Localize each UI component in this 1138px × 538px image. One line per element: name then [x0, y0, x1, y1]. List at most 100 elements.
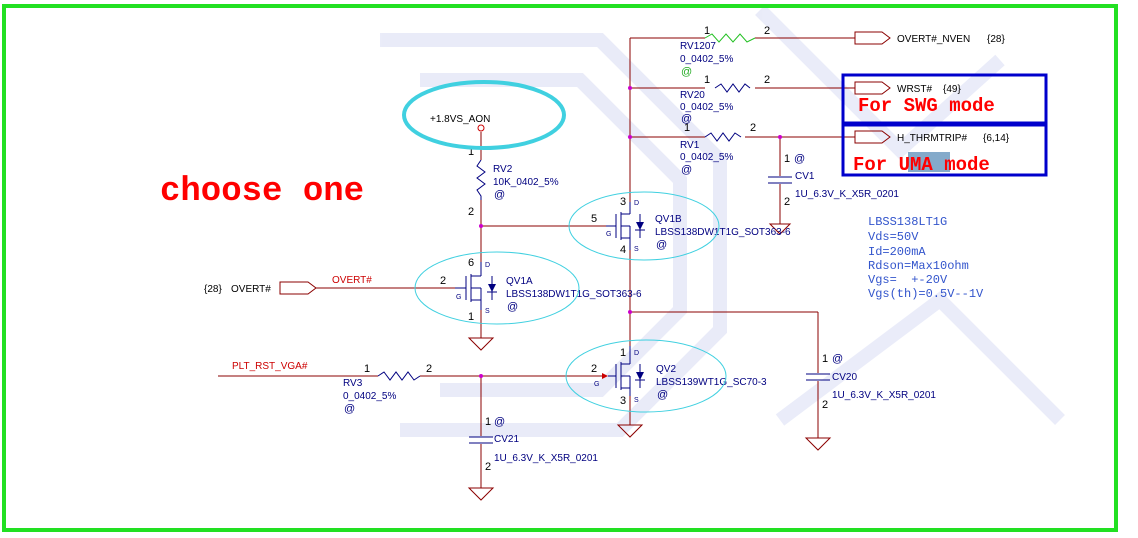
cv20-value: 1U_6.3V_K_X5R_0201	[832, 390, 936, 401]
qv1b-letter-s: S	[634, 246, 639, 253]
cv21-pin2: 2	[485, 461, 491, 473]
uma-mode-label: For UMA mode	[853, 154, 990, 176]
rv2-pin2: 2	[468, 206, 474, 218]
capacitor-cv1[interactable]: 1 @ CV1 2 1U_6.3V_K_X5R_0201	[768, 153, 899, 208]
overt-in-ref: {28}	[204, 284, 222, 295]
rv20-pin1: 1	[704, 74, 710, 86]
qv1b-letter-g: G	[606, 231, 611, 238]
rv1-pin2: 2	[750, 122, 756, 134]
rv20-pin2: 2	[764, 74, 770, 86]
rv3-pin1: 1	[364, 363, 370, 375]
resistor-rv1[interactable]: 1 2 RV1 0_0402_5% @	[680, 122, 756, 176]
rv1207-at: @	[681, 66, 692, 78]
plt-rst-label: PLT_RST_VGA#	[232, 361, 308, 372]
frame-border	[2, 4, 1118, 532]
cv21-ref: CV21	[494, 434, 519, 445]
wiring	[218, 37, 855, 488]
h-thrmtrip-label: H_THRMTRIP#	[897, 133, 967, 144]
rv3-pin2: 2	[426, 363, 432, 375]
h-thrmtrip-ref: {6,14}	[983, 133, 1010, 144]
qv1b-letter-d: D	[634, 200, 639, 207]
junction-dots	[479, 86, 782, 378]
qv1b-value: LBSS138DW1T1G_SOT363-6	[655, 227, 791, 238]
rv1-ref: RV1	[680, 140, 700, 151]
connector-overt-in[interactable]: {28} OVERT#	[204, 281, 317, 295]
qv1a-pin-d: 6	[468, 257, 474, 269]
rv2-ref: RV2	[493, 164, 513, 175]
capacitor-cv21[interactable]: 1 @ CV21 2 1U_6.3V_K_X5R_0201	[469, 416, 598, 473]
qv2-pin-g: 2	[591, 363, 597, 375]
rv1207-pin2: 2	[764, 25, 770, 37]
connector-h-thrmtrip[interactable]: H_THRMTRIP# {6,14}	[854, 130, 1010, 144]
swg-mode-label: For SWG mode	[858, 95, 995, 117]
connector-wrst[interactable]: WRST# {49}	[854, 81, 961, 95]
qv2-value: LBSS139WT1G_SC70-3	[656, 377, 767, 388]
overt-nven-label: OVERT#_NVEN	[897, 34, 970, 45]
highlight-ellipse-qv1b	[568, 191, 720, 261]
qv2-pin-s: 3	[620, 395, 626, 407]
qv1a-letter-d: D	[485, 262, 490, 269]
spec-line-1: Vds=50V	[868, 230, 919, 244]
spec-line-2: Id=200mA	[868, 245, 926, 259]
cv21-value: 1U_6.3V_K_X5R_0201	[494, 453, 598, 464]
spec-line-4: Vgs= +-20V	[868, 273, 948, 287]
cv1-value: 1U_6.3V_K_X5R_0201	[795, 189, 899, 200]
resistor-rv20[interactable]: 1 2 RV20 0_0402_5% @	[680, 74, 770, 125]
rv2-pin1: 1	[468, 146, 474, 158]
resistor-rv1207[interactable]: 1 2 RV1207 0_0402_5% @	[680, 25, 770, 78]
qv1a-ref: QV1A	[506, 276, 533, 287]
qv1a-letter-s: S	[485, 308, 490, 315]
qv1b-ref: QV1B	[655, 214, 682, 225]
highlight-ellipse-qv1a	[414, 251, 580, 325]
swg-mode-box: For SWG mode	[841, 73, 1048, 125]
rv2-value: 10K_0402_5%	[493, 177, 559, 188]
qv1b-pin-d: 3	[620, 196, 626, 208]
rv3-ref: RV3	[343, 378, 363, 389]
qv1a-at: @	[507, 301, 518, 313]
ground-symbols	[467, 223, 832, 501]
wrst-ref: {49}	[943, 84, 961, 95]
cv20-pin1: 1	[822, 353, 828, 365]
supply-label: +1.8VS_AON	[430, 114, 490, 125]
qv1b-at: @	[656, 239, 667, 251]
mosfet-qv2[interactable]: 2 1 3 D G S QV2 LBSS139WT1G_SC70-3 @	[591, 346, 767, 407]
cv21-at: @	[494, 416, 505, 428]
qv2-ref: QV2	[656, 364, 676, 375]
resistor-rv3[interactable]: 1 2 RV3 0_0402_5% @	[343, 363, 432, 415]
overt-nven-ref: {28}	[987, 34, 1005, 45]
mosfet-qv1a[interactable]: 2 6 1 D G S QV1A LBSS138DW1T1G_SOT363-6 …	[440, 257, 642, 323]
qv2-letter-d: D	[634, 350, 639, 357]
qv1a-pin-g: 2	[440, 275, 446, 287]
cv1-at: @	[794, 153, 805, 165]
rv1207-ref: RV1207	[680, 41, 716, 52]
cv20-pin2: 2	[822, 399, 828, 411]
supply-net: +1.8VS_AON	[430, 114, 490, 132]
qv1b-pin-s: 4	[620, 244, 626, 256]
qv2-letter-s: S	[634, 397, 639, 404]
overt-wire-label: OVERT#	[332, 275, 372, 286]
cv1-ref: CV1	[795, 171, 815, 182]
uma-mode-box: For UMA mode	[841, 123, 1048, 177]
rv1-pin1: 1	[684, 122, 690, 134]
spec-block: LBSS138LT1G Vds=50V Id=200mA Rdson=Max10…	[868, 215, 984, 301]
qv2-at: @	[657, 389, 668, 401]
resistor-rv2[interactable]: 1 2 RV2 10K_0402_5% @	[468, 146, 559, 218]
cv20-at: @	[832, 353, 843, 365]
highlight-ellipse-qv2	[565, 339, 727, 413]
cv21-pin1: 1	[485, 416, 491, 428]
highlight-ellipse-supply	[402, 80, 566, 150]
wrst-label: WRST#	[897, 84, 932, 95]
qv1a-pin-s: 1	[468, 311, 474, 323]
rv2-at: @	[494, 189, 505, 201]
watermark-logo	[380, 5, 1065, 437]
capacitor-cv20[interactable]: 1 @ CV20 2 1U_6.3V_K_X5R_0201	[806, 353, 936, 411]
rv3-value: 0_0402_5%	[343, 391, 396, 402]
rv20-ref: RV20	[680, 90, 705, 101]
mosfet-qv1b[interactable]: 5 3 4 D G S QV1B LBSS138DW1T1G_SOT363-6 …	[591, 196, 791, 256]
rv1-value: 0_0402_5%	[680, 152, 733, 163]
cv1-pin2: 2	[784, 196, 790, 208]
rv1207-value: 0_0402_5%	[680, 54, 733, 65]
connector-overt-nven[interactable]: OVERT#_NVEN {28}	[854, 31, 1005, 45]
spec-line-3: Rdson=Max10ohm	[868, 259, 969, 273]
